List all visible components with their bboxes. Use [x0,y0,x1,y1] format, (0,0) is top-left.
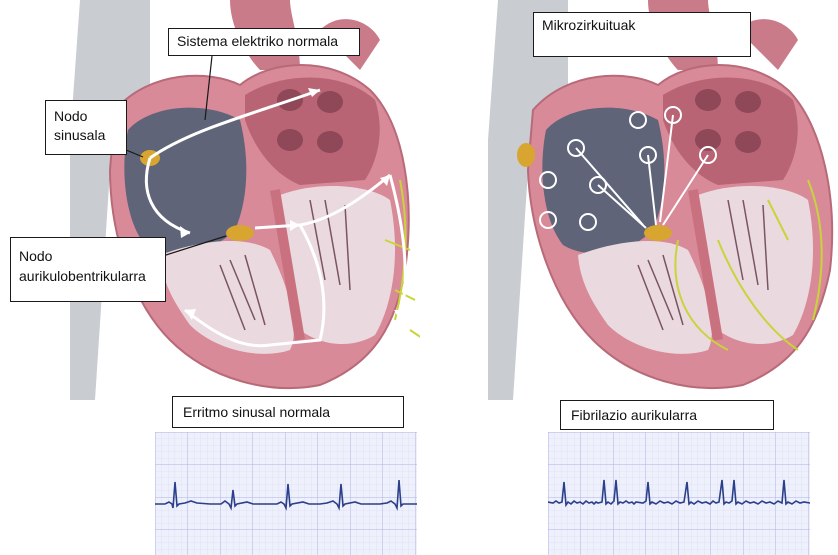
normal-system-label: Sistema elektriko normala [168,28,360,56]
sinus-node-label: Nodo sinusala [45,100,127,155]
atrial-fibrillation-label: Fibrilazio aurikularra [560,400,774,430]
av-node-label: Nodo aurikulobentrikularra [10,237,166,302]
micro-circuits-label: Mikrozirkuituak [533,12,751,57]
normal-rhythm-label: Erritmo sinusal normala [172,396,404,428]
